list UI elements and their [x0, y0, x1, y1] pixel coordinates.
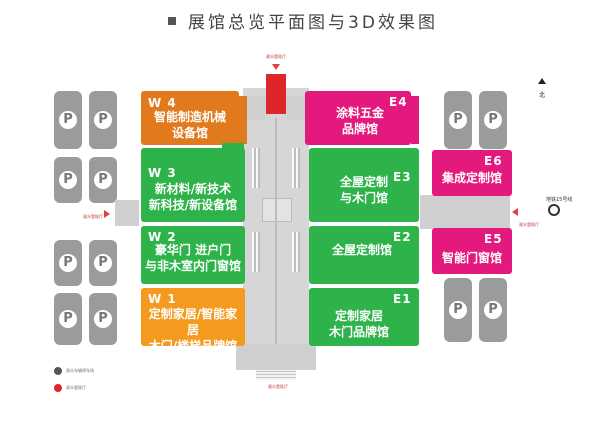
hall-code: W 1 — [148, 292, 177, 306]
escalator — [292, 148, 300, 188]
parking-icon: P — [449, 301, 467, 319]
hall-w1[interactable]: W 1 定制家居/智能家居 木门/楼梯品牌馆 — [141, 288, 245, 353]
hall-name: 集成定制馆 — [441, 171, 502, 185]
hall-w3[interactable]: W 3 新材料/新技术 新科技/新设备馆 — [141, 148, 245, 222]
hall-code: E4 — [389, 95, 408, 109]
west-entrance-arrow-icon — [104, 210, 110, 218]
hall-name: 定制家居/智能家居 木门/楼梯品牌馆 — [148, 307, 238, 353]
compass-label: 北 — [538, 92, 545, 99]
parking-icon: P — [59, 254, 77, 272]
north-entrance-arrow-icon — [272, 64, 280, 70]
metro-icon — [548, 204, 560, 216]
hall-e5[interactable]: E5 智能门窗馆 — [432, 228, 512, 274]
w4-notch — [239, 96, 247, 144]
hall-name: 全屋定制 与木门馆 — [339, 175, 388, 205]
parking-lot: P — [89, 91, 117, 149]
hall-name: 智能制造机械 设备馆 — [153, 110, 226, 140]
escalator — [292, 232, 300, 272]
hall-code: W 4 — [148, 96, 177, 110]
hall-name: 定制家居 木门品牌馆 — [328, 309, 389, 339]
north-entrance-label: 观众登陆厅 — [266, 54, 286, 59]
metro-label: 地铁15号线 — [546, 197, 573, 203]
parking-icon: P — [484, 301, 502, 319]
hall-e3[interactable]: E3 全屋定制 与木门馆 — [309, 148, 419, 222]
title-bullet-icon — [168, 16, 177, 25]
hall-code: E5 — [484, 232, 503, 246]
escalator — [252, 232, 260, 272]
parking-lot: P — [54, 91, 82, 149]
hall-name: 智能门窗馆 — [441, 251, 502, 265]
compass-icon — [536, 78, 548, 92]
page-title: 展馆总览平面图与3D效果图 — [0, 8, 606, 33]
hall-code: E1 — [393, 292, 412, 306]
parking-lot: P — [479, 278, 507, 342]
corridor-top-west — [243, 96, 265, 120]
hall-name: 新材料/新技术 新科技/新设备馆 — [148, 182, 238, 212]
legend-parking-icon — [54, 367, 62, 375]
parking-icon: P — [449, 111, 467, 129]
parking-lot: P — [54, 157, 82, 203]
hall-name: 涂料五金 品牌馆 — [335, 106, 384, 136]
hall-code: W 2 — [148, 230, 177, 244]
parking-lot: P — [54, 240, 82, 286]
parking-lot: P — [89, 240, 117, 286]
escalator — [252, 148, 260, 188]
parking-lot: P — [89, 157, 117, 203]
parking-icon: P — [484, 111, 502, 129]
hall-w2[interactable]: W 2 豪华门 进户门 与非木室内门窗馆 — [141, 226, 245, 284]
w3-notch — [222, 143, 244, 149]
hall-code: E2 — [393, 230, 412, 244]
east-entrance-arrow-icon — [512, 208, 518, 216]
north-entrance-block — [266, 74, 286, 114]
south-entrance-steps — [256, 370, 296, 380]
west-entrance-label: 观众登陆厅 — [83, 214, 103, 219]
corridor-divider — [275, 118, 277, 346]
hall-e1[interactable]: E1 定制家居 木门品牌馆 — [309, 288, 419, 346]
parking-lot: P — [54, 293, 82, 345]
south-entrance-label: 观众登陆厅 — [268, 384, 288, 389]
west-entrance-hall — [115, 200, 139, 226]
parking-lot: P — [89, 293, 117, 345]
parking-lot: P — [444, 91, 472, 149]
parking-lot: P — [479, 91, 507, 149]
hall-name: 全屋定制馆 — [331, 243, 392, 257]
hall-code: W 3 — [148, 166, 177, 180]
corridor-top-east — [287, 96, 309, 120]
corridor-center-bridge — [262, 198, 292, 222]
legend-entrance-label: 观众登陆厅 — [66, 385, 86, 390]
parking-icon: P — [94, 254, 112, 272]
parking-icon: P — [94, 310, 112, 328]
hall-name: 豪华门 进户门 与非木室内门窗馆 — [144, 243, 241, 273]
hall-code: E6 — [484, 154, 503, 168]
east-connector — [420, 195, 510, 229]
parking-icon: P — [59, 310, 77, 328]
south-entrance-hall — [236, 344, 316, 370]
hall-e2[interactable]: E2 全屋定制馆 — [309, 226, 419, 284]
hall-w4[interactable]: W 4 智能制造机械 设备馆 — [141, 91, 239, 145]
e4-notch — [411, 96, 419, 144]
hall-e4[interactable]: E4 涂料五金 品牌馆 — [305, 91, 411, 145]
east-entrance-label: 观众登陆厅 — [519, 222, 539, 227]
parking-icon: P — [59, 171, 77, 189]
hall-e6[interactable]: E6 集成定制馆 — [432, 150, 512, 196]
parking-icon: P — [94, 171, 112, 189]
parking-icon: P — [94, 111, 112, 129]
hall-code: E3 — [393, 170, 412, 184]
legend-parking-label: 观众车辆停车场 — [66, 368, 94, 373]
parking-icon: P — [59, 111, 77, 129]
legend-entrance-icon — [54, 384, 62, 392]
parking-lot: P — [444, 278, 472, 342]
